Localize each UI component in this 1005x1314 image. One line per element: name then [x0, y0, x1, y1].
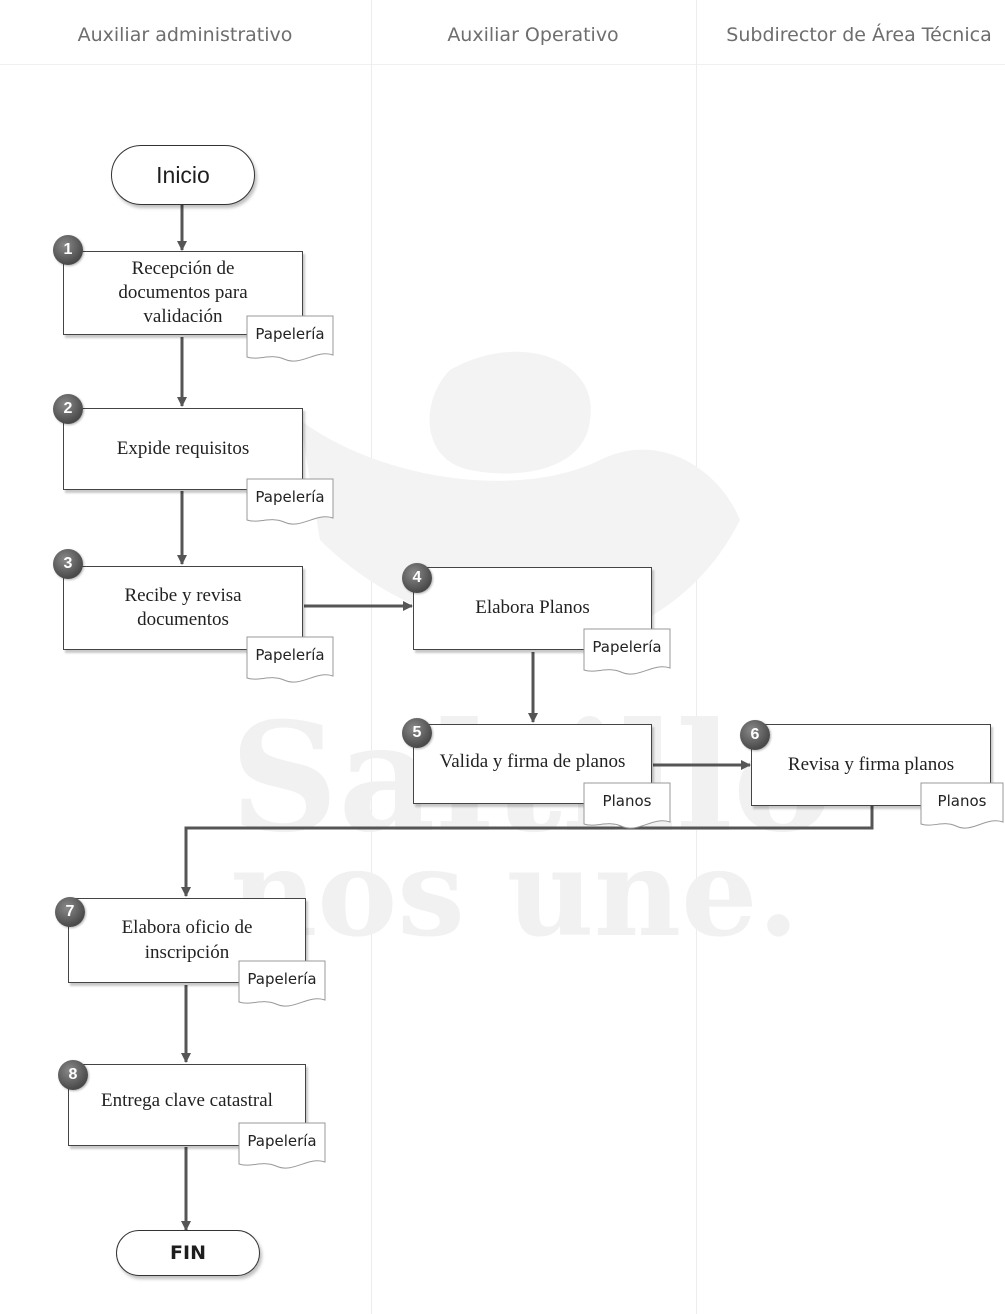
step-3-document: Papelería	[246, 636, 334, 684]
step-8-text: Entrega clave catastral	[101, 1089, 273, 1111]
step-6-document: Planos	[920, 782, 1004, 830]
lane-header-auxiliar-operativo: Auxiliar Operativo	[447, 24, 619, 46]
step-3-box: Recibe y revisa documentos	[63, 566, 303, 650]
lane-header-auxiliar-administrativo: Auxiliar administrativo	[77, 24, 293, 46]
step-1-document: Papelería	[246, 315, 334, 363]
step-2-box: Expide requisitos	[63, 408, 303, 490]
step-3-document-label: Papelería	[255, 646, 325, 664]
step-1-document-label: Papelería	[255, 325, 325, 343]
step-6-badge: 6	[740, 720, 770, 750]
step-2-badge: 2	[53, 394, 83, 424]
header-rule	[0, 64, 1005, 65]
step-7-badge: 7	[55, 897, 85, 927]
start-label: Inicio	[156, 161, 210, 188]
step-6-box: Revisa y firma planos	[751, 724, 991, 806]
end-label: FIN	[170, 1242, 206, 1264]
step-5-text: Valida y firma de planos	[439, 750, 626, 772]
step-5-document: Planos	[583, 782, 671, 830]
step-4-text: Elabora Planos	[475, 597, 590, 619]
step-8-document: Papelería	[238, 1122, 326, 1170]
step-1-badge: 1	[53, 235, 83, 265]
step-3-badge: 3	[53, 549, 83, 579]
step-7-text: Elabora oficio de inscripción	[121, 917, 253, 963]
step-8-box: Entrega clave catastral	[68, 1064, 306, 1146]
end-terminal: FIN	[116, 1230, 260, 1276]
lane-header-subdirector: Subdirector de Área Técnica	[726, 24, 992, 46]
arrow-6-to-7	[181, 806, 874, 897]
step-6-document-label: Planos	[937, 792, 987, 810]
step-2-document: Papelería	[246, 478, 334, 526]
start-terminal: Inicio	[111, 145, 255, 205]
step-7-document-label: Papelería	[247, 970, 317, 988]
step-7-document: Papelería	[238, 960, 326, 1008]
lane-divider-2	[696, 0, 697, 1314]
step-5-badge: 5	[402, 718, 432, 748]
step-4-badge: 4	[402, 563, 432, 593]
step-5-document-label: Planos	[602, 792, 652, 810]
step-4-box: Elabora Planos	[413, 567, 652, 650]
step-2-document-label: Papelería	[255, 488, 325, 506]
step-4-document: Papelería	[583, 628, 671, 676]
step-4-document-label: Papelería	[592, 638, 662, 656]
step-8-badge: 8	[58, 1060, 88, 1090]
step-3-text: Recibe y revisa documentos	[124, 584, 242, 630]
step-1-text: Recepción de documentos para validación	[118, 257, 248, 328]
step-6-text: Revisa y firma planos	[787, 753, 955, 775]
lane-divider-1	[371, 0, 372, 1314]
step-2-text: Expide requisitos	[116, 437, 250, 459]
step-8-document-label: Papelería	[247, 1132, 317, 1150]
